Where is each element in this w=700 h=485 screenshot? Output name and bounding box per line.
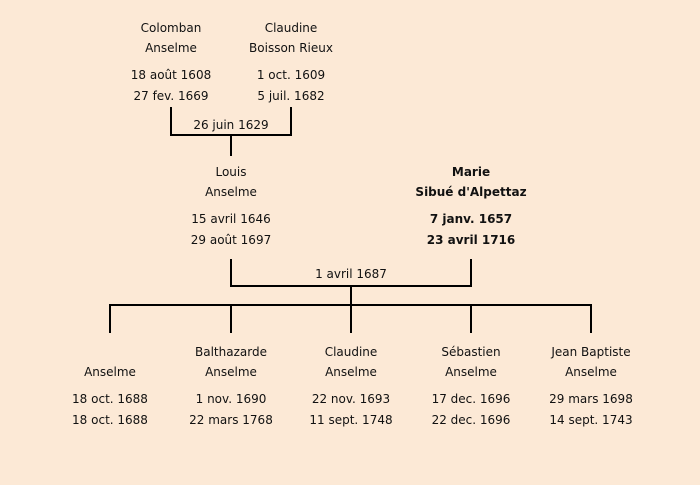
- birth-date: 7 janv. 1657: [429, 212, 513, 226]
- child-2[interactable]: Balthazarde Anselme 1 nov. 1690 22 mars …: [156, 342, 306, 442]
- first-name: Jean Baptiste: [551, 345, 631, 359]
- last-name: Anselme: [565, 365, 617, 379]
- child-1[interactable]: Anselme 18 oct. 1688 18 oct. 1688: [35, 342, 185, 442]
- death-date: 23 avril 1716: [426, 233, 516, 247]
- person-claudine-boisson-rieux[interactable]: Claudine Boisson Rieux 1 oct. 1609 5 jui…: [216, 18, 366, 118]
- last-name: Anselme: [205, 365, 257, 379]
- person-colomban-anselme[interactable]: Colomban Anselme 18 août 1608 27 fev. 16…: [96, 18, 246, 118]
- death-date: 5 juil. 1682: [257, 89, 325, 103]
- last-name: Sibué d'Alpettaz: [415, 185, 527, 199]
- first-name: Claudine: [264, 21, 318, 35]
- first-name: Sébastien: [441, 345, 501, 359]
- death-date: 22 mars 1768: [189, 413, 273, 427]
- death-date: 27 fev. 1669: [133, 89, 209, 103]
- child-5[interactable]: Jean Baptiste Anselme 29 mars 1698 14 se…: [516, 342, 666, 442]
- parents-marriage-date: 1 avril 1687: [315, 267, 387, 281]
- birth-date: 17 dec. 1696: [431, 392, 511, 406]
- grandparents-connector: [170, 107, 292, 156]
- first-name: Marie: [451, 165, 491, 179]
- children-connector: [109, 304, 592, 333]
- grandparents-marriage-date: 26 juin 1629: [193, 118, 269, 132]
- last-name: Anselme: [205, 185, 257, 199]
- first-name: Colomban: [140, 21, 202, 35]
- child-4[interactable]: Sébastien Anselme 17 dec. 1696 22 dec. 1…: [396, 342, 546, 442]
- child-3[interactable]: Claudine Anselme 22 nov. 1693 11 sept. 1…: [276, 342, 426, 442]
- first-name: Balthazarde: [195, 345, 267, 359]
- last-name: Anselme: [325, 365, 377, 379]
- person-louis-anselme[interactable]: Louis Anselme 15 avril 1646 29 août 1697: [156, 162, 306, 262]
- birth-date: 15 avril 1646: [191, 212, 271, 226]
- parents-connector: [230, 259, 472, 305]
- last-name: Anselme: [84, 365, 136, 379]
- birth-date: 22 nov. 1693: [311, 392, 391, 406]
- birth-date: 1 oct. 1609: [256, 68, 326, 82]
- last-name: Anselme: [145, 41, 197, 55]
- death-date: 14 sept. 1743: [549, 413, 633, 427]
- birth-date: 29 mars 1698: [549, 392, 633, 406]
- person-marie-sibue-dalpettaz[interactable]: Marie Sibué d'Alpettaz 7 janv. 1657 23 a…: [396, 162, 546, 262]
- birth-date: 18 août 1608: [130, 68, 212, 82]
- death-date: 22 dec. 1696: [431, 413, 511, 427]
- birth-date: 18 oct. 1688: [72, 392, 148, 406]
- first-name: Louis: [215, 165, 247, 179]
- birth-date: 1 nov. 1690: [195, 392, 267, 406]
- first-name: Claudine: [324, 345, 378, 359]
- last-name: Boisson Rieux: [249, 41, 333, 55]
- last-name: Anselme: [445, 365, 497, 379]
- death-date: 29 août 1697: [190, 233, 272, 247]
- death-date: 18 oct. 1688: [72, 413, 148, 427]
- death-date: 11 sept. 1748: [309, 413, 393, 427]
